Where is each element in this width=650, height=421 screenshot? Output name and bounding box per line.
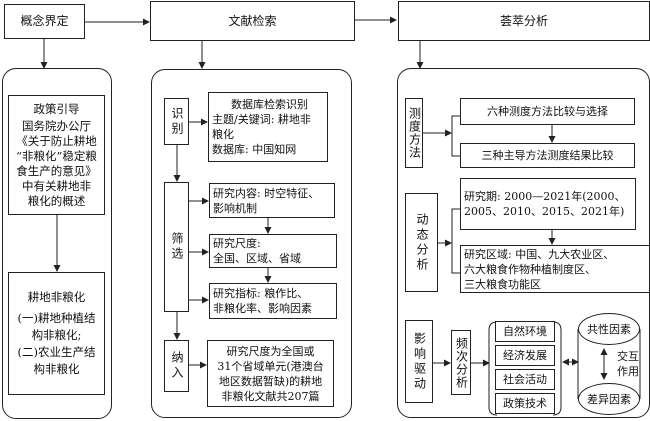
content-line: 研究内容: 时空特征、 [213, 186, 320, 200]
factor-label: 政策技术 [503, 397, 547, 410]
frequency-box: 频次分析 [451, 330, 471, 395]
interaction-line: 作用 [617, 365, 639, 378]
driver-box: 影响驱动 [405, 320, 433, 403]
screen-box: 筛选 [164, 182, 189, 312]
retrieval-label: 文献检索 [228, 13, 277, 28]
factor-economic: 经济发展 [495, 345, 555, 366]
period-line: 研究期: 2000—2021年(2000、 [464, 190, 626, 203]
factor-natural: 自然环境 [495, 321, 555, 342]
concept-container [2, 68, 112, 419]
policy-line: “非粮化”稳定粮 [16, 148, 97, 163]
region-line: 六大粮食作物种植制度区、 [464, 262, 596, 276]
definition-title: 耕地非粮化 [27, 290, 86, 304]
include-line: 31个省域单元(港澳台 [217, 359, 324, 373]
definition-line: (二)农业生产结 [17, 345, 96, 359]
meta-analysis-box: 荟萃分析 [398, 1, 650, 41]
identify-line: 数据库: 中国知网 [212, 143, 297, 156]
factor-label: 自然环境 [503, 325, 547, 338]
identify-label: 识别 [170, 106, 184, 137]
common-label: 共性因素 [587, 323, 631, 336]
definition-line: 构非粮化 [33, 362, 80, 376]
identify-line: 粮化 [212, 128, 234, 141]
include-line: 非粮化文献共207篇 [221, 389, 320, 403]
definition-box: 耕地非粮化 (一)耕地种植结 构非粮化; (二)农业生产结 构非粮化 [8, 272, 105, 395]
period-box: 研究期: 2000—2021年(2000、 2005、2010、2015、202… [460, 178, 636, 230]
driver-label: 影响驱动 [412, 331, 427, 392]
policy-line: 《关于防止耕地 [16, 133, 97, 148]
measure-result-text: 三种主导方法测度结果比较 [481, 149, 614, 162]
meta-label: 荟萃分析 [499, 13, 548, 28]
identify-line: 主题/关键词: 耕地非 [212, 113, 311, 126]
concept-definition-box: 概念界定 [4, 4, 85, 39]
include-label: 纳入 [170, 351, 184, 381]
include-box: 纳入 [164, 340, 189, 392]
index-line: 研究指标: 粮作比、 [213, 287, 309, 300]
include-line: 研究尺度为全国或 [226, 344, 315, 358]
content-box: 研究内容: 时空特征、 影响机制 [209, 183, 335, 218]
measure-compare-text: 六种测度方法比较与选择 [487, 105, 608, 118]
policy-line: 中有关耕地非 [22, 178, 91, 193]
difference-factors-ellipse: 差异因素 [578, 383, 640, 415]
policy-title: 政策引导 [33, 101, 80, 116]
content-line: 影响机制 [213, 201, 257, 215]
scale-line: 全国、区域、省域 [213, 252, 301, 265]
literature-retrieval-box: 文献检索 [150, 1, 355, 41]
include-line: 地区数据暂缺)的耕地 [218, 374, 323, 388]
policy-line: 食生产的意见》 [16, 163, 97, 178]
measure-label: 测度方法 [407, 107, 422, 159]
scale-box: 研究尺度: 全国、区域、省域 [209, 234, 337, 268]
factor-social: 社会活动 [495, 369, 555, 390]
interaction-label: 交互 作用 [611, 349, 645, 379]
factor-label: 社会活动 [503, 373, 547, 386]
include-detail-box: 研究尺度为全国或 31个省域单元(港澳台 地区数据暂缺)的耕地 非粮化文献共20… [207, 340, 334, 407]
factor-policy: 政策技术 [495, 393, 555, 414]
measure-compare-box: 六种测度方法比较与选择 [460, 98, 635, 125]
dynamic-box: 动态分析 [405, 193, 438, 292]
policy-line: 粮化的概述 [27, 193, 86, 208]
definition-line: 构非粮化; [31, 328, 82, 342]
measure-result-box: 三种主导方法测度结果比较 [460, 143, 635, 168]
definition-line: (一)耕地种植结 [17, 311, 96, 325]
interaction-line: 交互 [617, 350, 639, 363]
period-line: 2005、2010、2015、2021年) [464, 205, 625, 218]
concept-label: 概念界定 [20, 14, 69, 28]
policy-line: 国务院办公厅 [22, 118, 91, 133]
measure-box: 测度方法 [405, 98, 423, 168]
frequency-label: 频次分析 [454, 336, 469, 389]
difference-label: 差异因素 [587, 393, 631, 406]
scale-line: 研究尺度: [213, 237, 261, 250]
region-line: 研究区域: 中国、九大农业区、 [464, 247, 615, 261]
region-box: 研究区域: 中国、九大农业区、 六大粮食作物种植制度区、 三大粮食功能区 [460, 245, 650, 293]
screen-label: 筛选 [170, 232, 184, 262]
dynamic-label: 动态分析 [415, 212, 429, 273]
policy-guidance-box: 政策引导 国务院办公厅 《关于防止耕地 “非粮化”稳定粮 食生产的意见》 中有关… [8, 95, 105, 215]
index-line: 非粮化率、影响因素 [213, 302, 312, 315]
factor-label: 经济发展 [503, 349, 547, 362]
identify-box: 识别 [164, 98, 189, 145]
region-line: 三大粮食功能区 [464, 277, 541, 291]
common-factors-ellipse: 共性因素 [578, 313, 640, 345]
index-box: 研究指标: 粮作比、 非粮化率、影响因素 [209, 283, 337, 319]
identify-line: 数据库检索识别 [231, 98, 308, 111]
retrieval-container [151, 69, 352, 418]
identify-detail-box: 数据库检索识别 主题/关键词: 耕地非 粮化 数据库: 中国知网 [208, 92, 328, 162]
